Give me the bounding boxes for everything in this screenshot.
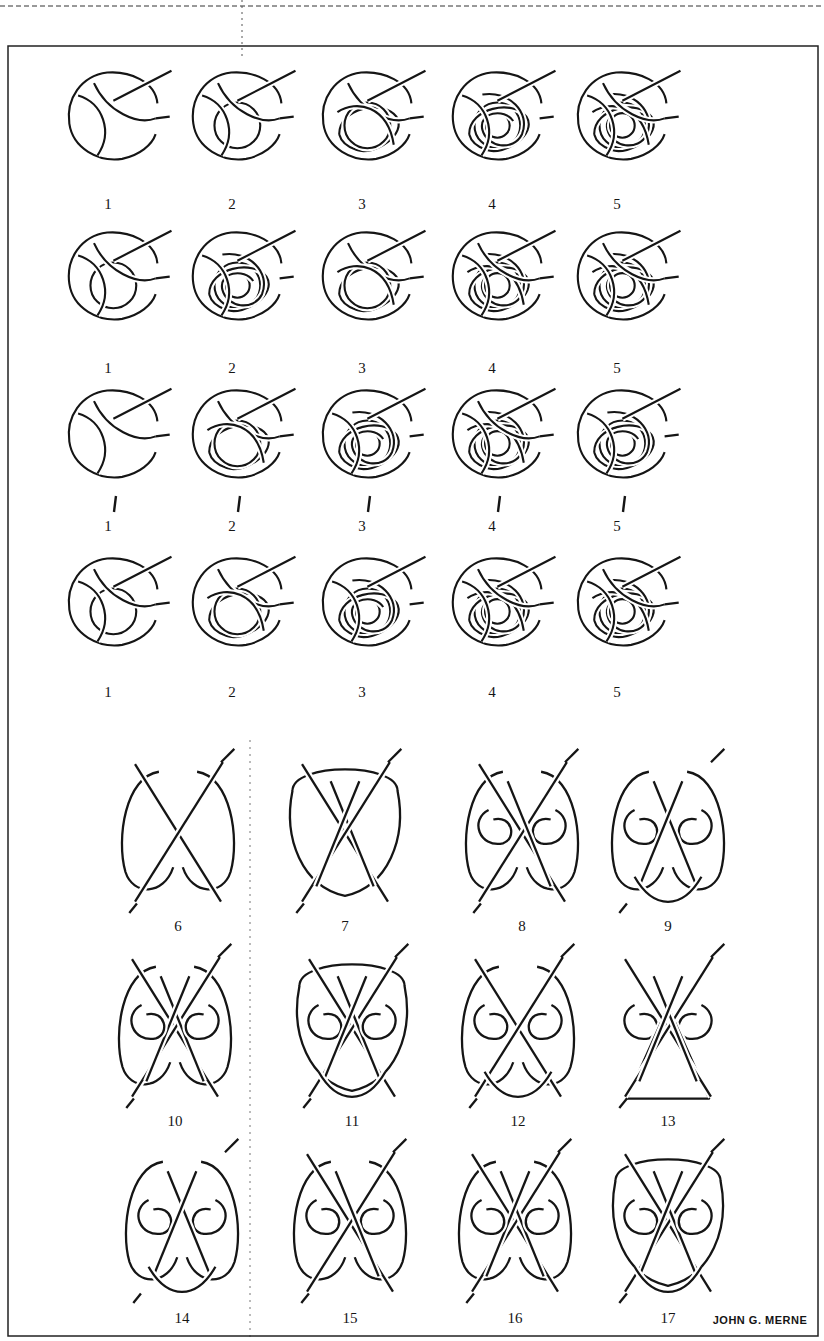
figure-number: 5 bbox=[613, 684, 621, 701]
figure-number: 12 bbox=[511, 1113, 526, 1130]
figure-number: 2 bbox=[228, 684, 236, 701]
figure-number: 16 bbox=[508, 1310, 523, 1327]
figure-number: 4 bbox=[488, 684, 496, 701]
figure-number: 9 bbox=[664, 918, 672, 935]
figure-number: 4 bbox=[488, 518, 496, 535]
figure-number: 3 bbox=[358, 360, 366, 377]
figure-number: 5 bbox=[613, 196, 621, 213]
figure-number: 1 bbox=[104, 360, 112, 377]
figure-number: 8 bbox=[518, 918, 526, 935]
figure-number: 1 bbox=[104, 684, 112, 701]
figure-number: 6 bbox=[174, 918, 182, 935]
figure-number: 11 bbox=[345, 1113, 359, 1130]
figure-number: 14 bbox=[175, 1310, 190, 1327]
figure-number: 1 bbox=[104, 518, 112, 535]
figure-number: 3 bbox=[358, 684, 366, 701]
figure-number: 10 bbox=[168, 1113, 183, 1130]
figure-number: 2 bbox=[228, 518, 236, 535]
figure-number: 7 bbox=[341, 918, 349, 935]
figure-number: 17 bbox=[661, 1310, 676, 1327]
figure-number: 5 bbox=[613, 518, 621, 535]
figure-number: 3 bbox=[358, 518, 366, 535]
figure-number: 5 bbox=[613, 360, 621, 377]
figure-number: 4 bbox=[488, 360, 496, 377]
figure-number: 13 bbox=[661, 1113, 676, 1130]
artist-signature: JOHN G. MERNE bbox=[713, 1314, 808, 1326]
figure-number: 2 bbox=[228, 360, 236, 377]
figure-number: 4 bbox=[488, 196, 496, 213]
figure-number: 1 bbox=[104, 196, 112, 213]
figure-number: 3 bbox=[358, 196, 366, 213]
figure-number: 2 bbox=[228, 196, 236, 213]
figure-number: 15 bbox=[343, 1310, 358, 1327]
